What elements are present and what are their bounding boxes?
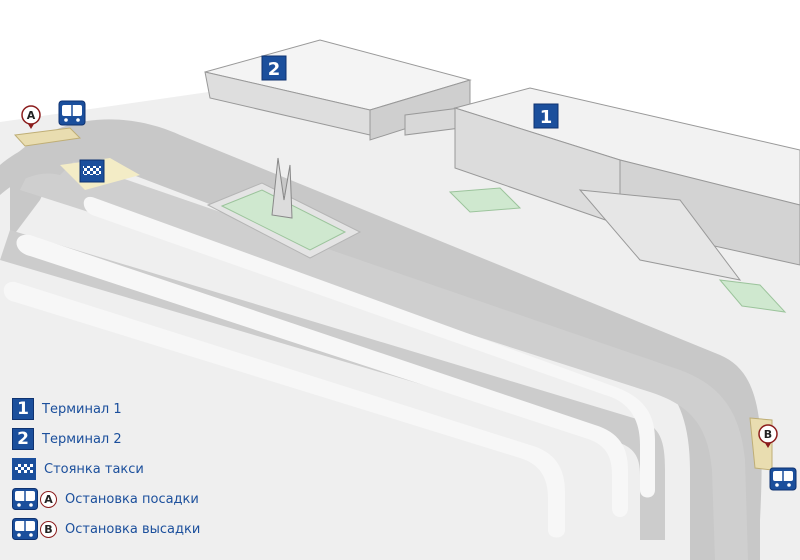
road-left-bend: [0, 140, 90, 195]
taxi-stand-marker[interactable]: [79, 159, 105, 183]
terminal-1-grass-right: [718, 279, 787, 313]
terminal-number-icon: 2: [12, 428, 34, 450]
terminal-2-marker[interactable]: 2: [261, 55, 287, 81]
bus-stop-a-marker[interactable]: A: [21, 105, 41, 129]
legend-label-taxi: Стоянка такси: [44, 461, 144, 477]
legend-letter-a: A: [40, 490, 57, 508]
terminal-1-grass-left: [448, 187, 522, 213]
island-1: [83, 196, 655, 498]
legend-label-terminal-2: Терминал 2: [42, 431, 122, 447]
road-lane-1: [20, 150, 748, 560]
bus-stop-b-letter: B: [764, 428, 772, 441]
bus-icon-a: [58, 100, 86, 126]
legend-badge-1: 1: [12, 398, 34, 420]
island-2: [16, 234, 628, 517]
island-3: [3, 281, 565, 538]
legend-badge-2: 2: [12, 428, 34, 450]
terminal-number-icon: 1: [12, 398, 34, 420]
road-lane-2: [0, 230, 665, 540]
taxi-checker-icon: [12, 458, 36, 480]
legend-label-dropoff-stop: Остановка высадки: [65, 521, 201, 537]
terminal-1-marker[interactable]: 1: [533, 103, 559, 129]
map-legend: 1 Терминал 1 2 Терминал 2 Стоянка такси: [12, 398, 312, 548]
bus-stop-a-letter: A: [27, 109, 36, 122]
legend-letter-b: B: [40, 520, 57, 538]
bus-stop-b-marker[interactable]: B: [758, 424, 778, 448]
legend-item-terminal-2: 2 Терминал 2: [12, 428, 312, 450]
monument-sculpture: [271, 157, 293, 219]
legend-label-terminal-1: Терминал 1: [42, 401, 122, 417]
terminal-1-marker-number: 1: [540, 107, 553, 128]
bus-icon: [12, 488, 38, 510]
legend-item-taxi: Стоянка такси: [12, 458, 312, 480]
terminal-1-ramp: [578, 189, 742, 281]
legend-label-boarding-stop: Остановка посадки: [65, 491, 199, 507]
bus-stop-a-shelter: [13, 127, 82, 147]
legend-item-dropoff-stop: B Остановка высадки: [12, 518, 312, 540]
legend-item-boarding-stop: A Остановка посадки: [12, 488, 312, 510]
bus-icon: [12, 518, 38, 540]
legend-item-terminal-1: 1 Терминал 1: [12, 398, 312, 420]
monument-grass: [220, 189, 347, 251]
bus-icon-b: [769, 467, 797, 491]
terminal-2-marker-number: 2: [268, 59, 281, 80]
